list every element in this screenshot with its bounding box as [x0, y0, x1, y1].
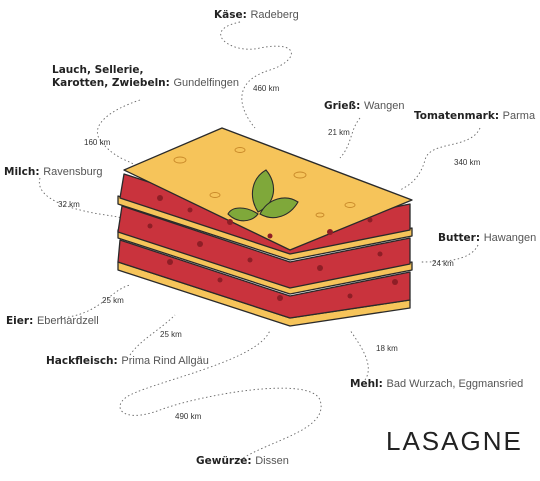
- route-hackfleisch: [129, 314, 176, 356]
- km-tomatenmark: 340 km: [454, 158, 481, 167]
- km-mehl: 18 km: [376, 344, 398, 353]
- route-butter: [419, 244, 479, 263]
- label-hackfleisch: Hackfleisch: Prima Rind Allgäu: [46, 355, 209, 367]
- route-griess: [339, 117, 361, 159]
- sauce-layer-middle: [117, 205, 411, 289]
- km-eier: 25 km: [102, 296, 124, 305]
- label-eier: Eier: Eberhardzell: [6, 315, 99, 327]
- route-gewuerze: [119, 329, 322, 461]
- basil-leaves: [227, 169, 299, 222]
- label-mehl: Mehl: Bad Wurzach, Eggmansried: [350, 378, 524, 390]
- km-gemuese: 160 km: [84, 138, 111, 147]
- lasagne-stack: [117, 127, 413, 327]
- basil-leaf-3: [227, 207, 259, 222]
- label-gemuese: Lauch, Sellerie, Karotten, Zwiebeln: Gun…: [52, 64, 239, 90]
- label-milch: Milch: Ravensburg: [4, 166, 103, 178]
- sauce-texture: [147, 195, 398, 301]
- label-butter: Butter: Hawangen: [438, 232, 537, 244]
- page-title: LASAGNE: [386, 426, 523, 456]
- label-kaese: Käse: Radeberg: [214, 9, 299, 21]
- km-griess: 21 km: [328, 128, 350, 137]
- km-kaese: 460 km: [253, 84, 280, 93]
- km-hackfleisch: 25 km: [160, 330, 182, 339]
- basil-leaf-2: [259, 197, 299, 219]
- label-tomatenmark: Tomatenmark: Parma: [414, 110, 536, 122]
- km-butter: 24 km: [432, 259, 454, 268]
- km-milch: 32 km: [58, 200, 80, 209]
- label-gewuerze: Gewürze: Dissen: [196, 455, 289, 467]
- route-gemuese: [97, 99, 141, 169]
- route-eier: [59, 284, 131, 319]
- route-kaese: [220, 21, 292, 129]
- route-lines: [38, 21, 481, 461]
- sauce-layer-bottom: [117, 239, 411, 319]
- km-gewuerze: 490 km: [175, 412, 202, 421]
- route-milch: [38, 177, 123, 219]
- route-mehl: [349, 329, 369, 381]
- label-griess: Grieß: Wangen: [324, 100, 405, 112]
- pasta-spots: [173, 147, 356, 218]
